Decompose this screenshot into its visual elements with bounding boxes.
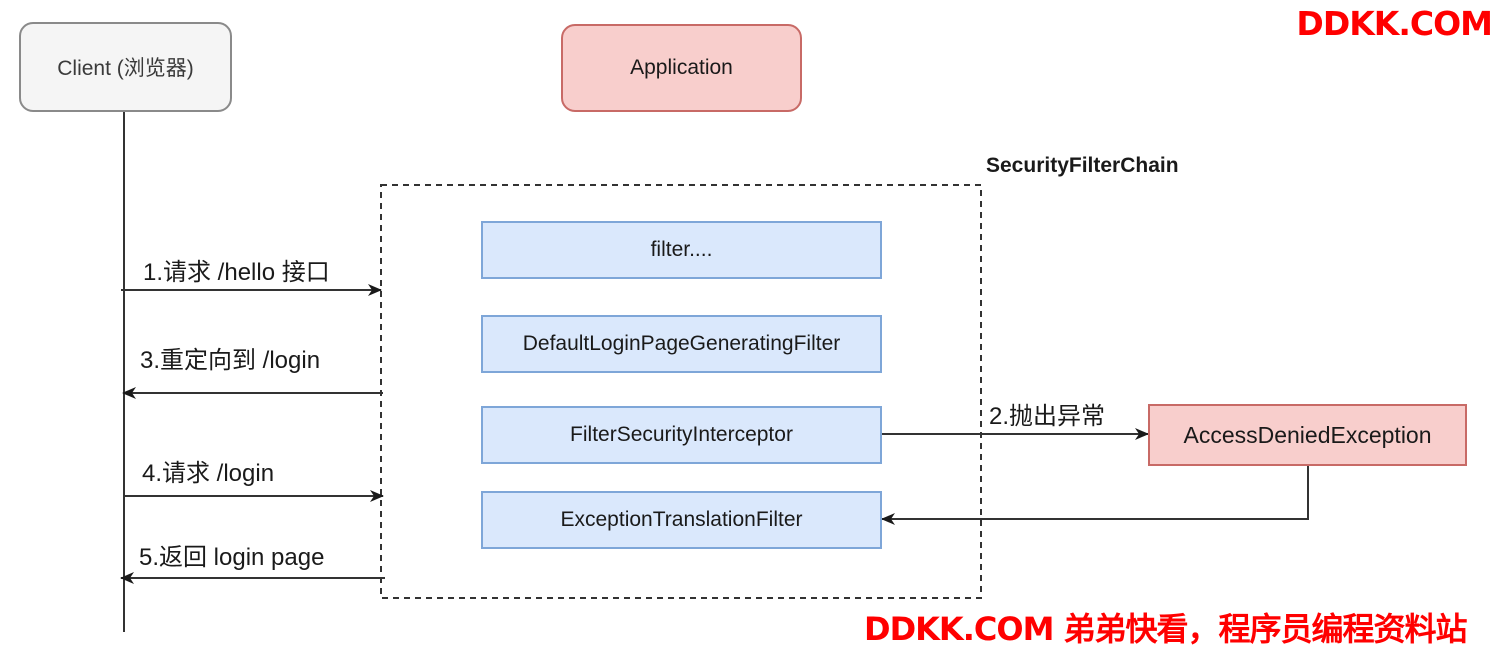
security-filter-chain-label: SecurityFilterChain bbox=[986, 154, 1179, 177]
filter-label: FilterSecurityInterceptor bbox=[570, 423, 793, 446]
filter-default-login-page-generating: DefaultLoginPageGeneratingFilter bbox=[481, 315, 882, 373]
security-filter-chain-container bbox=[380, 184, 982, 599]
filter-security-interceptor: FilterSecurityInterceptor bbox=[481, 406, 882, 464]
client-label: Client (浏览器) bbox=[57, 57, 194, 80]
filter-label: ExceptionTranslationFilter bbox=[560, 508, 803, 531]
watermark-top: DDKK.COM bbox=[1296, 4, 1493, 43]
message-2-label: 2.抛出异常 bbox=[989, 403, 1106, 430]
filter-label: DefaultLoginPageGeneratingFilter bbox=[522, 332, 841, 355]
message-5-label: 5.返回 login page bbox=[139, 544, 325, 571]
client-participant: Client (浏览器) bbox=[19, 22, 232, 112]
filter-exception-translation: ExceptionTranslationFilter bbox=[481, 491, 882, 549]
application-participant: Application bbox=[561, 24, 802, 112]
message-4-label: 4.请求 /login bbox=[142, 460, 275, 487]
filter-generic: filter.... bbox=[481, 221, 882, 279]
watermark-bottom: DDKK.COM 弟弟快看，程序员编程资料站 bbox=[864, 610, 1468, 648]
filter-label: filter.... bbox=[650, 238, 713, 261]
access-denied-exception-label: AccessDeniedException bbox=[1183, 421, 1432, 448]
application-label: Application bbox=[630, 56, 733, 79]
message-3-label: 3.重定向到 /login bbox=[140, 347, 321, 374]
arrow-exception-to-translation-filter bbox=[881, 466, 1309, 525]
message-1-label: 1.请求 /hello 接口 bbox=[143, 259, 330, 286]
access-denied-exception-box: AccessDeniedException bbox=[1148, 404, 1467, 466]
